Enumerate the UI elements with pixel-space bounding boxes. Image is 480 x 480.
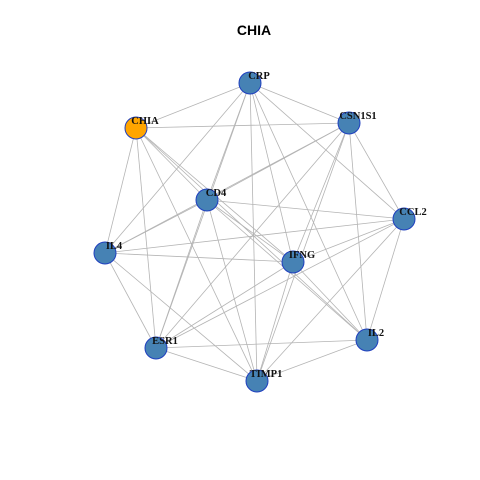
edge-cd4-timp1 — [206, 199, 258, 382]
node-label-csn1s1: CSN1S1 — [339, 111, 376, 122]
node-cd4: CD4 — [195, 188, 227, 212]
edge-esr1-timp1 — [155, 347, 258, 382]
edge-ccl2-timp1 — [256, 218, 405, 382]
edge-crp-il4 — [104, 82, 251, 254]
node-ccl2: CCL2 — [392, 207, 427, 231]
node-circle-il4 — [93, 241, 117, 265]
edge-crp-il2 — [249, 82, 368, 341]
node-esr1: ESR1 — [144, 336, 178, 360]
node-chia: CHIA — [124, 116, 159, 140]
edge-ccl2-esr1 — [155, 218, 405, 349]
edge-chia-cd4 — [135, 127, 208, 201]
edge-chia-csn1s1 — [135, 122, 350, 129]
node-ifng: IFNG — [281, 250, 315, 274]
edge-layer — [104, 82, 405, 382]
edge-crp-chia — [135, 82, 251, 129]
edge-crp-ccl2 — [249, 82, 405, 220]
edge-ifng-timp1 — [256, 261, 294, 382]
node-circle-chia — [124, 116, 148, 140]
edge-ccl2-il4 — [104, 218, 405, 254]
edge-ccl2-ifng — [292, 218, 405, 263]
edge-crp-esr1 — [155, 82, 251, 349]
edge-il2-timp1 — [256, 339, 368, 382]
node-label-esr1: ESR1 — [152, 336, 178, 347]
edge-crp-csn1s1 — [249, 82, 350, 124]
edge-csn1s1-ifng — [292, 122, 350, 263]
node-circle-il2 — [355, 328, 379, 352]
edge-crp-timp1 — [249, 82, 258, 382]
edge-ifng-il2 — [292, 261, 368, 341]
edge-cd4-esr1 — [155, 199, 208, 349]
edge-csn1s1-esr1 — [155, 122, 350, 349]
edge-csn1s1-il2 — [348, 122, 368, 341]
edge-csn1s1-ccl2 — [348, 122, 405, 220]
node-label-il4: IL4 — [106, 241, 123, 252]
node-label-chia: CHIA — [131, 116, 159, 127]
node-circle-csn1s1 — [337, 111, 361, 135]
node-label-timp1: TIMP1 — [250, 369, 283, 380]
node-label-crp: CRP — [248, 71, 270, 82]
edge-chia-esr1 — [135, 127, 157, 349]
node-il4: IL4 — [93, 241, 123, 265]
node-circle-timp1 — [245, 369, 269, 393]
edge-il4-timp1 — [104, 252, 258, 382]
edge-cd4-ccl2 — [206, 199, 405, 220]
node-label-ifng: IFNG — [289, 250, 315, 261]
edge-ifng-esr1 — [155, 261, 294, 349]
edge-cd4-il4 — [104, 199, 208, 254]
edge-chia-timp1 — [135, 127, 258, 382]
edge-chia-il2 — [135, 127, 368, 341]
node-csn1s1: CSN1S1 — [337, 111, 377, 135]
node-circle-cd4 — [195, 188, 219, 212]
node-label-ccl2: CCL2 — [399, 207, 426, 218]
node-circle-esr1 — [144, 336, 168, 360]
node-circle-crp — [238, 71, 262, 95]
node-crp: CRP — [238, 71, 270, 95]
node-label-cd4: CD4 — [206, 188, 227, 199]
edge-ccl2-il2 — [366, 218, 405, 341]
edge-il2-esr1 — [155, 339, 368, 349]
edge-chia-il4 — [104, 127, 137, 254]
node-circle-ccl2 — [392, 207, 416, 231]
node-il2: IL2 — [355, 328, 384, 352]
node-timp1: TIMP1 — [245, 369, 283, 393]
diagram-title: CHIA — [237, 22, 271, 38]
edge-csn1s1-timp1 — [256, 122, 350, 382]
edge-il4-esr1 — [104, 252, 157, 349]
edge-cd4-ifng — [206, 199, 294, 263]
edge-il4-ifng — [104, 252, 294, 263]
node-label-il2: IL2 — [368, 328, 384, 339]
node-circle-ifng — [281, 250, 305, 274]
edge-csn1s1-il4 — [104, 122, 350, 254]
